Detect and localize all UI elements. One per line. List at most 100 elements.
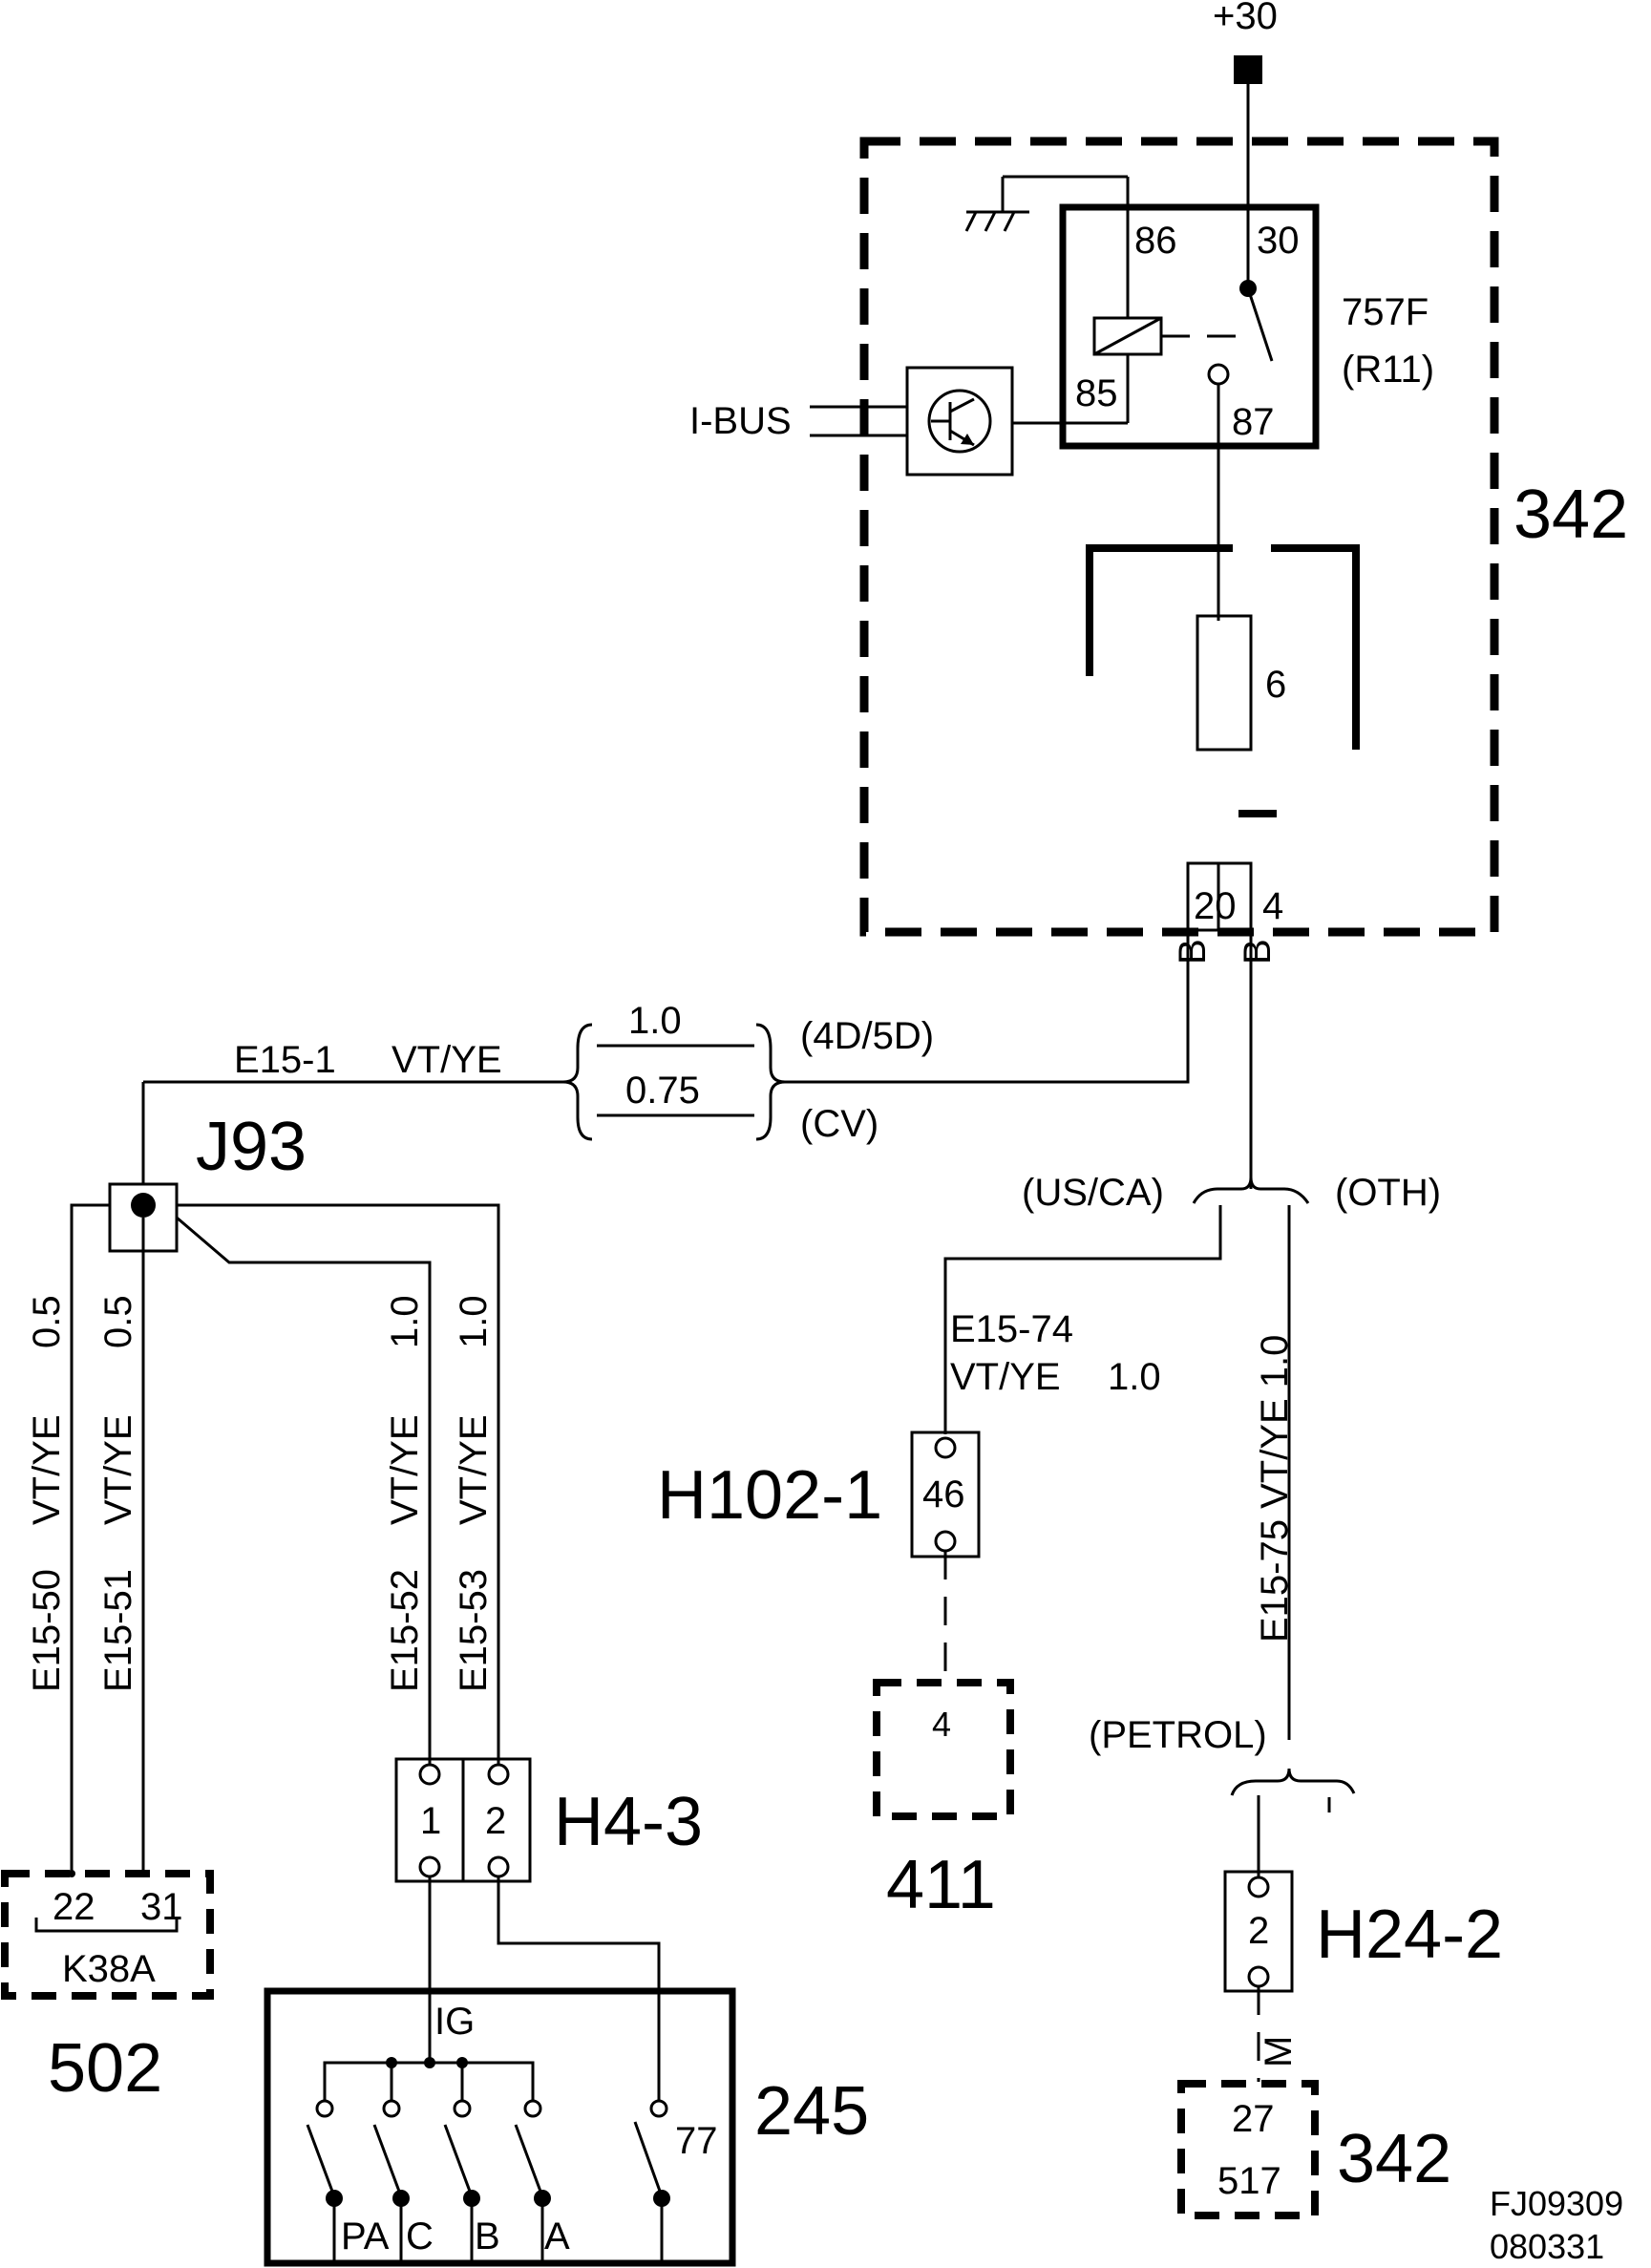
connector-h4-3-pin-2: 2 bbox=[485, 1800, 506, 1842]
wire-label-e15-51: E15-51 VT/YE 0.5 bbox=[97, 1295, 139, 1692]
svg-text:VT/YE: VT/YE bbox=[384, 1414, 426, 1525]
module-411-label: 411 bbox=[886, 1847, 996, 1923]
module-411-box bbox=[873, 1679, 1014, 1820]
connector-code-right: B bbox=[1237, 939, 1279, 964]
switch-blade-c bbox=[372, 2124, 403, 2197]
svg-text:0.5: 0.5 bbox=[97, 1295, 139, 1348]
svg-text:E15-51: E15-51 bbox=[97, 1569, 139, 1692]
wire-e15-74-color: VT/YE bbox=[950, 1356, 1061, 1398]
brace-left bbox=[562, 1023, 593, 1141]
fuse-holder-box bbox=[1086, 544, 1360, 817]
wire-label-e15-52: E15-52 VT/YE 1.0 bbox=[384, 1295, 426, 1692]
module-411-pin: 4 bbox=[932, 1705, 951, 1744]
relay-name: 757F bbox=[1342, 291, 1429, 333]
variant-petrol: (PETROL) bbox=[1089, 1714, 1267, 1756]
switch-pin-77: 77 bbox=[675, 2120, 718, 2162]
splice-dot bbox=[131, 1193, 156, 1218]
footer-code: FJ09309 bbox=[1490, 2184, 1623, 2223]
connector-h24-2-pin: 2 bbox=[1248, 1910, 1269, 1952]
switch-blade-77 bbox=[633, 2121, 664, 2197]
variant-us-ca: (US/CA) bbox=[1022, 1172, 1164, 1214]
switch-blade-pa bbox=[306, 2124, 336, 2197]
supply-terminal bbox=[1234, 55, 1262, 84]
svg-text:1.0: 1.0 bbox=[453, 1295, 495, 1348]
module-502-connector: K38A bbox=[62, 1948, 156, 1990]
switch-blade-b bbox=[443, 2124, 474, 2197]
relay-contact-87 bbox=[1207, 363, 1230, 386]
wire-e15-1-right bbox=[785, 930, 1190, 1084]
relay-code: (R11) bbox=[1342, 349, 1434, 391]
variant-a: (4D/5D) bbox=[800, 1015, 934, 1057]
relay-switch-arm bbox=[1246, 287, 1274, 362]
connector-h102-1-pin: 46 bbox=[922, 1473, 965, 1516]
connector-code-left: B bbox=[1172, 939, 1214, 964]
svg-text:E15-53: E15-53 bbox=[453, 1569, 495, 1692]
transistor-icon bbox=[927, 389, 992, 454]
module-502-label: 502 bbox=[48, 2030, 162, 2107]
relay-pin-85: 85 bbox=[1075, 372, 1118, 414]
module-342-bottom-box bbox=[1177, 2080, 1319, 2219]
svg-text:E15-50: E15-50 bbox=[26, 1569, 68, 1692]
module-342-bottom-connector: 517 bbox=[1217, 2160, 1281, 2202]
module-342-label: 342 bbox=[1513, 477, 1628, 553]
switch-ig-label: IG bbox=[434, 2001, 475, 2043]
svg-text:0.5: 0.5 bbox=[26, 1295, 68, 1348]
svg-text:1.0: 1.0 bbox=[384, 1295, 426, 1348]
connector-pin-20: 20 bbox=[1194, 885, 1237, 927]
wire-label-e15-53: E15-53 VT/YE 1.0 bbox=[453, 1295, 495, 1692]
wire-e15-75-label: E15-75 VT/YE 1.0 bbox=[1254, 1335, 1296, 1643]
svg-text:VT/YE: VT/YE bbox=[453, 1414, 495, 1525]
relay-pin-87: 87 bbox=[1232, 401, 1275, 443]
fuse-label: 6 bbox=[1265, 664, 1286, 706]
svg-text:VT/YE: VT/YE bbox=[97, 1414, 139, 1525]
relay-757f-box bbox=[1059, 203, 1320, 450]
variant-b: (CV) bbox=[800, 1103, 878, 1145]
svg-text:VT/YE: VT/YE bbox=[26, 1414, 68, 1525]
brace-right bbox=[755, 1023, 786, 1141]
variant-oth: (OTH) bbox=[1335, 1172, 1441, 1214]
variant-fork-top bbox=[1192, 1176, 1310, 1204]
connector-h102-1-label: H102-1 bbox=[657, 1457, 882, 1534]
module-502-pin-a: 22 bbox=[53, 1886, 95, 1928]
relay-pin-30: 30 bbox=[1257, 220, 1300, 262]
connector-h24-2-label: H24-2 bbox=[1316, 1897, 1503, 1973]
wire-h4-3-pin-2 bbox=[497, 1876, 661, 2101]
wire-e15-1-id: E15-1 bbox=[234, 1039, 336, 1081]
connector-h4-3-label: H4-3 bbox=[554, 1784, 703, 1860]
switch-blade-a bbox=[514, 2124, 544, 2197]
wire-e15-74-id: E15-74 bbox=[950, 1308, 1073, 1350]
svg-text:E15-52: E15-52 bbox=[384, 1569, 426, 1692]
wire-size-a: 1.0 bbox=[628, 1000, 682, 1042]
switch-245-label: 245 bbox=[754, 2073, 869, 2150]
module-342-bottom-label: 342 bbox=[1337, 2121, 1451, 2197]
footer-date: 080331 bbox=[1490, 2227, 1604, 2266]
switch-pos-pa: PA bbox=[341, 2215, 390, 2257]
connector-h4-3-pin-1: 1 bbox=[420, 1800, 441, 1842]
relay-pin-86: 86 bbox=[1134, 220, 1177, 262]
fuse-6 bbox=[1196, 614, 1253, 752]
switch-pos-b: B bbox=[475, 2215, 500, 2257]
module-342-box bbox=[859, 137, 1499, 937]
variant-fork-petrol bbox=[1230, 1768, 1356, 1796]
ground-code: M bbox=[1258, 2036, 1300, 2067]
wire-e15-52 bbox=[176, 1216, 432, 1767]
wire-e15-74-size: 1.0 bbox=[1108, 1356, 1161, 1398]
ignition-switch-245 bbox=[264, 1987, 736, 2267]
wire-e15-74 bbox=[943, 1205, 1222, 1434]
transistor-box bbox=[905, 366, 1014, 477]
ibus-label: I-BUS bbox=[689, 400, 792, 442]
module-342-bottom-pin: 27 bbox=[1232, 2098, 1275, 2140]
supply-label: +30 bbox=[1213, 0, 1278, 37]
wire-size-b: 0.75 bbox=[625, 1070, 700, 1112]
module-502-box bbox=[1, 1870, 214, 2000]
wire-e15-53 bbox=[177, 1203, 500, 1767]
connector-pin-4: 4 bbox=[1262, 885, 1283, 927]
switch-pos-a: A bbox=[544, 2215, 570, 2257]
wire-e15-50 bbox=[70, 1203, 110, 1872]
wire-label-e15-50: E15-50 VT/YE 0.5 bbox=[26, 1295, 68, 1692]
splice-label: J93 bbox=[196, 1109, 307, 1185]
switch-bus bbox=[323, 2061, 535, 2101]
wire-e15-1-color: VT/YE bbox=[392, 1039, 502, 1081]
switch-pos-c: C bbox=[406, 2215, 434, 2257]
